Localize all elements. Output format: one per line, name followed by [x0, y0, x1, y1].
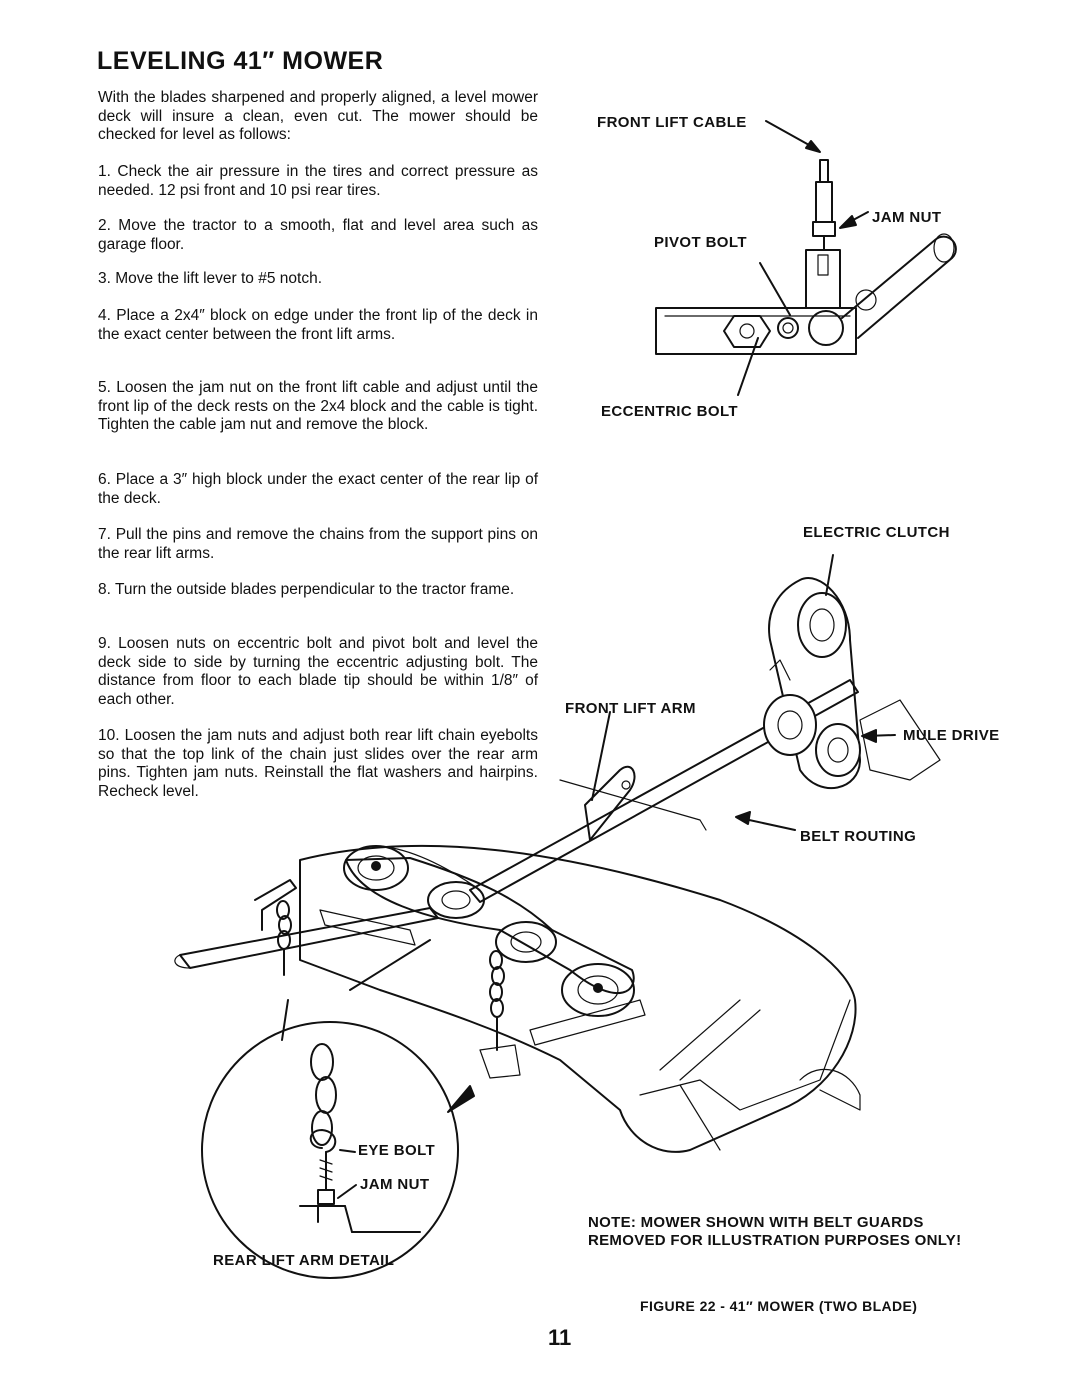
label-electric-clutch: ELECTRIC CLUTCH: [803, 524, 950, 541]
step-10: 10. Loosen the jam nuts and adjust both …: [98, 727, 538, 800]
note-line-1: NOTE: MOWER SHOWN WITH BELT GUARDS: [588, 1214, 924, 1231]
step-1: 1. Check the air pressure in the tires a…: [98, 163, 538, 199]
step-2: 2. Move the tractor to a smooth, flat an…: [98, 217, 538, 253]
label-eccentric-bolt: ECCENTRIC BOLT: [601, 403, 738, 420]
illustration-note: NOTE: MOWER SHOWN WITH BELT GUARDS REMOV…: [588, 1214, 961, 1250]
label-belt-routing: BELT ROUTING: [800, 828, 917, 845]
page-title: LEVELING 41″ MOWER: [97, 47, 384, 75]
step-4: 4. Place a 2x4″ block on edge under the …: [98, 307, 538, 343]
figure-caption: FIGURE 22 - 41″ MOWER (TWO BLADE): [640, 1298, 918, 1314]
step-6: 6. Place a 3″ high block under the exact…: [98, 471, 538, 507]
step-5: 5. Loosen the jam nut on the front lift …: [98, 379, 538, 433]
step-7: 7. Pull the pins and remove the chains f…: [98, 526, 538, 562]
step-3: 3. Move the lift lever to #5 notch.: [98, 270, 323, 287]
rear-lift-arm-detail-drawing: [201, 1021, 459, 1279]
step-9: 9. Loosen nuts on eccentric bolt and piv…: [98, 635, 538, 708]
label-mule-drive: MULE DRIVE: [903, 727, 1000, 744]
page-number: 11: [548, 1325, 572, 1350]
label-front-lift-cable: FRONT LIFT CABLE: [597, 114, 747, 131]
intro-paragraph: With the blades sharpened and properly a…: [98, 89, 538, 143]
step-8: 8. Turn the outside blades perpendicular…: [98, 581, 515, 598]
label-jam-nut-detail: JAM NUT: [360, 1176, 430, 1193]
label-eye-bolt: EYE BOLT: [358, 1142, 436, 1159]
note-line-2: REMOVED FOR ILLUSTRATION PURPOSES ONLY!: [588, 1232, 962, 1249]
label-rear-lift-arm-detail: REAR LIFT ARM DETAIL: [213, 1252, 395, 1269]
label-jam-nut-top: JAM NUT: [872, 209, 942, 226]
label-front-lift-arm: FRONT LIFT ARM: [565, 700, 696, 717]
front-lift-detail-drawing: [655, 120, 957, 396]
mower-deck-drawing: [174, 554, 941, 1153]
label-pivot-bolt: PIVOT BOLT: [654, 234, 747, 251]
